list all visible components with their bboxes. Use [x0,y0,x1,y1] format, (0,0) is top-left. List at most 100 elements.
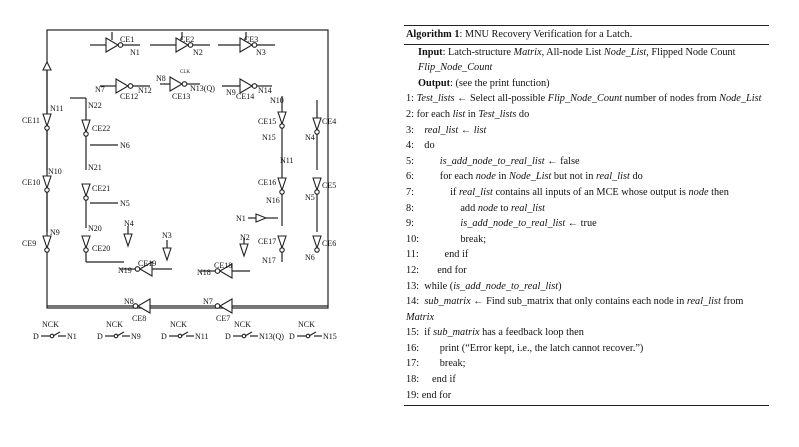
ce1-element [90,32,140,53]
n3-label: N3 [256,48,266,57]
n1-label-right: N1 [236,214,246,223]
n12-label: N12 [138,86,152,95]
ce19-element [120,261,172,277]
svg-text:D: D [97,332,103,341]
svg-text:NCK: NCK [234,320,251,329]
top-rule [404,25,769,26]
ce21-element [81,183,118,228]
svg-text:NCK: NCK [42,320,59,329]
ce16-label: CE16 [258,178,276,187]
n3-buffer [162,240,172,262]
algorithm-box: Algorithm 1: MNU Recovery Verification f… [404,25,769,407]
ce9-label: CE9 [22,239,36,248]
line-12: 12: end for [406,264,467,276]
latch-schematic: CE1 N1 CE2 N2 CE3 N3 N7 CE12 N12 N8 CLK … [22,29,337,341]
ce15-label: CE15 [258,117,276,126]
ce9-element [42,235,52,253]
n6-label-right: N6 [305,253,315,262]
n2-buffer [239,238,249,258]
n4-label: N4 [124,219,134,228]
ce4-element [312,100,322,170]
n4-buffer [123,226,133,248]
n3-label-bottom: N3 [162,231,172,240]
n7-label-bottom: N7 [203,297,213,306]
left-buffer [42,60,52,104]
ce1-label: CE1 [120,35,134,44]
ce8-element [47,298,200,314]
svg-text:NCK: NCK [170,320,187,329]
ce17-label: CE17 [258,237,276,246]
switch-n15: NCK D N15 [289,320,337,341]
n6-label: N6 [120,141,130,150]
svg-text:D: D [289,332,295,341]
ce20-element [81,235,124,263]
n11-label-right: N11 [280,156,293,165]
ce14-label: CE14 [236,92,254,101]
ce3-label: CE3 [244,35,258,44]
ce6-label: CE6 [322,239,336,248]
n22-label: N22 [88,101,102,110]
line-8: 8: add node to real_list [406,202,545,214]
n15-label: N15 [262,133,276,142]
ce16-element [277,160,287,226]
ce6-element [312,235,322,253]
line-15: 15: if sub_matrix has a feedback loop th… [406,327,584,339]
n5-label-right: N5 [305,193,315,202]
n2-label: N2 [193,48,203,57]
ce22-element [70,97,118,170]
line-6: 6: for each node in Node_List but not in… [406,171,643,183]
ce4-label: CE4 [322,117,336,126]
ce11-element [42,104,52,170]
line-11: 11: end if [406,249,469,261]
line-1: 1: Test_lists ← Select all-possible Flip… [406,93,762,105]
line-3: 3: real_list ← list [406,124,487,136]
ce7-element [200,298,328,314]
switch-n11: NCK D N11 [161,320,208,341]
line-9: 9: is_add_node_to_real_list ← true [406,218,597,230]
svg-text:NCK: NCK [106,320,123,329]
svg-text:N13(Q): N13(Q) [259,332,284,341]
n4-label-right: N4 [305,133,315,142]
n9-label-top: N9 [226,88,236,97]
header-rule [404,43,769,45]
ce2-label: CE2 [180,35,194,44]
ce10-label: CE10 [22,178,40,187]
switch-n9: NCK D N9 [97,320,141,341]
n14-label: N14 [258,86,272,95]
algorithm-input: Input: Latch-structure Matrix, All-node … [418,46,736,74]
ce14-element [222,78,272,94]
n13-label: N13(Q) [190,84,215,93]
ce21-label: CE21 [92,184,110,193]
n20-label: N20 [88,224,102,233]
ce5-element [312,177,322,232]
algorithm-output: Output: (see the print function) [418,77,550,89]
line-18: 18: end if [406,374,456,386]
ce17-element [277,235,287,262]
ce10-element [42,175,52,232]
ce13-label: CE13 [172,92,190,101]
ce15-element [277,96,287,160]
n21-label: N21 [88,163,102,172]
n2-label-bottom: N2 [240,233,250,242]
svg-text:N1: N1 [67,332,77,341]
line-19: 19: end for [406,389,452,401]
algorithm-title: Algorithm 1: MNU Recovery Verification f… [406,29,633,40]
n1-buffer [248,213,278,223]
svg-text:NCK: NCK [298,320,315,329]
svg-text:D: D [33,332,39,341]
svg-text:D: D [225,332,231,341]
ce13-element [160,76,200,92]
ce8-label: CE8 [132,314,146,323]
ce18-element [200,263,250,279]
line-10: 10: break; [406,233,487,245]
line-5: 5: is_add_node_to_real_list ← false [406,155,580,167]
ce3-element [218,32,275,53]
svg-text:D: D [161,332,167,341]
n8-label-bottom: N8 [124,297,134,306]
n19-label: N19 [118,266,132,275]
line-7: 7: if real_list contains all inputs of a… [406,186,729,198]
n10-label-right: N10 [270,96,284,105]
n1-label: N1 [130,48,140,57]
n16-label: N16 [266,196,280,205]
bottom-rule [404,405,769,407]
